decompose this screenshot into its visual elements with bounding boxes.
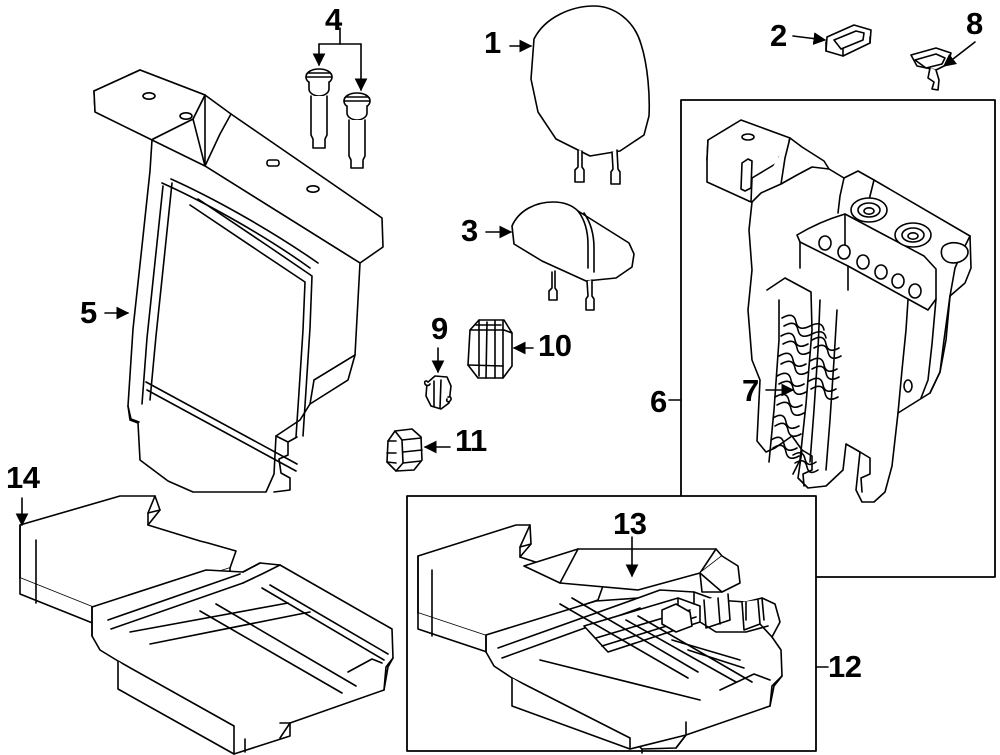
part-13-seat-cushion-pad [523, 548, 741, 593]
leader-8 [942, 41, 976, 67]
callout-label-6[interactable]: 6 [650, 384, 667, 419]
part-10-latch-striker-cover [467, 319, 513, 379]
part-4-hinge-bolts [305, 68, 371, 169]
callout-label-2[interactable]: 2 [770, 18, 787, 53]
part-7-seat-back-frame [706, 119, 972, 503]
callout-label-14[interactable]: 14 [6, 460, 40, 495]
callout-label-8[interactable]: 8 [966, 6, 983, 41]
callout-label-3[interactable]: 3 [461, 213, 478, 248]
part-3-head-restraint-center [511, 201, 635, 311]
part-5-seat-back-cushion-cover [93, 69, 384, 493]
part-14-seat-cushion-cover-left [19, 495, 394, 755]
part-1-head-restraint-outboard [530, 5, 651, 185]
callout-label-11[interactable]: 11 [455, 423, 487, 458]
part-11-pivot-bushing [386, 428, 423, 472]
callout-label-4[interactable]: 4 [325, 2, 342, 37]
part-12-seat-cushion-assembly [417, 524, 783, 754]
callout-label-13[interactable]: 13 [613, 506, 647, 541]
callout-label-1[interactable]: 1 [484, 25, 501, 60]
callout-label-7[interactable]: 7 [742, 373, 759, 408]
leader-4 [312, 27, 368, 92]
part-8-retainer-clip [910, 47, 952, 91]
leader-2 [792, 32, 827, 45]
part-9-small-retainer [423, 375, 452, 410]
part-2-guide-cover-clip [825, 24, 872, 57]
callout-label-5[interactable]: 5 [80, 295, 97, 330]
callout-label-10[interactable]: 10 [538, 328, 572, 363]
callout-label-12[interactable]: 12 [828, 649, 862, 684]
callout-label-9[interactable]: 9 [431, 311, 448, 346]
